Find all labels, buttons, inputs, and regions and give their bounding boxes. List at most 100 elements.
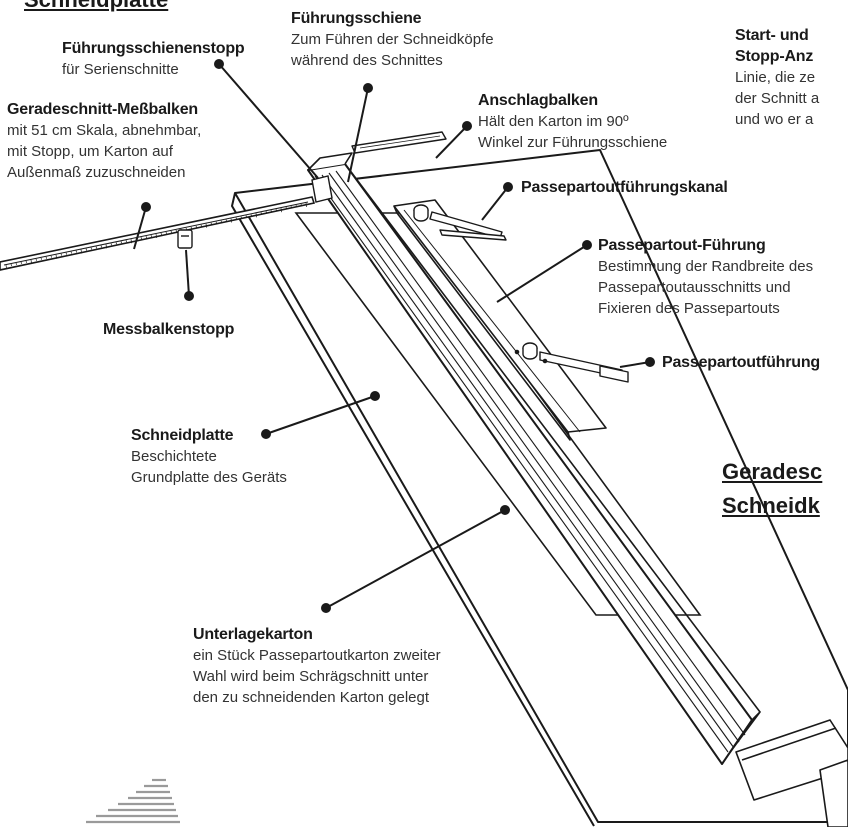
scale-tick <box>210 222 212 225</box>
scale-tick <box>30 259 32 264</box>
brand-logo <box>86 778 180 824</box>
label-squaring-arm-line-1: Hält den Karton im 90º <box>478 113 629 130</box>
rail-end-block <box>735 719 848 827</box>
scale-tick <box>90 247 92 250</box>
scale-tick <box>70 251 72 254</box>
label-measuring-bar-line-2: mit Stopp, um Karton auf <box>7 143 173 160</box>
label-mat-guide-2: Passepartoutführung <box>662 354 820 371</box>
scale-tick <box>205 223 207 228</box>
squaring-arm <box>351 131 447 154</box>
scale-tick <box>255 213 257 218</box>
mat-guide-knobs <box>413 204 548 364</box>
rail-stop <box>311 175 333 203</box>
label-guide-rail-line-1: Zum Führen der Schneidköpfe <box>291 31 494 48</box>
label-cutting-board-title: Schneidplatte <box>131 427 234 444</box>
scale-tick <box>235 217 237 220</box>
scale-tick <box>55 254 57 259</box>
scale-tick <box>195 225 197 228</box>
section-title-cutting-board: Schneidplatte <box>24 0 168 13</box>
scale-tick <box>230 218 232 223</box>
scale-tick <box>25 260 27 263</box>
label-start-stop: Start- und Stopp-Anz Linie, die ze der S… <box>735 25 819 130</box>
scale-tick <box>20 261 22 265</box>
label-mat-guide: Passepartout-Führung Bestimmung der Rand… <box>598 235 813 319</box>
mat-guide-plate <box>393 199 607 441</box>
scale-tick <box>100 245 102 248</box>
scale-tick <box>265 211 267 214</box>
label-measuring-bar-title: Geradeschnitt-Meßbalken <box>7 101 199 118</box>
scale-tick <box>285 207 287 210</box>
label-squaring-arm: Anschlagbalken Hält den Karton im 90º Wi… <box>478 90 667 153</box>
scale-tick <box>85 248 87 251</box>
scale-tick <box>120 241 122 244</box>
mat-guide-channel-pieces <box>429 211 629 383</box>
scale-tick <box>45 256 47 259</box>
scale-tick <box>275 209 277 212</box>
scale-tick <box>35 258 37 261</box>
scale-tick <box>50 255 52 258</box>
label-mat-guide-title: Passepartout-Führung <box>598 237 766 254</box>
scale-tick <box>65 252 67 255</box>
scale-tick <box>150 234 152 238</box>
label-rail-stop-line-1: für Serienschnitte <box>62 61 179 78</box>
label-backing-board-title: Unterlagekarton <box>193 626 313 643</box>
scale-tick <box>15 262 17 266</box>
label-rail-stop: Führungsschienenstopp für Serienschnitte <box>62 38 245 80</box>
scale-tick <box>110 243 112 246</box>
scale-tick <box>220 220 222 223</box>
label-squaring-arm-line-2: Winkel zur Führungsschiene <box>478 134 668 151</box>
label-guide-rail-title: Führungsschiene <box>291 10 422 27</box>
scale-tick <box>155 233 157 239</box>
section-title-straight-cut-line-2: Schneidk <box>722 493 820 518</box>
scale-tick <box>125 240 127 243</box>
label-cutting-board: Schneidplatte Beschichtete Grundplatte d… <box>131 425 287 488</box>
scale-tick <box>140 236 142 240</box>
scale-tick <box>305 202 307 208</box>
scale-tick <box>260 212 262 215</box>
scale-tick <box>240 216 242 219</box>
scale-tick <box>190 226 192 229</box>
scale-tick <box>160 232 162 236</box>
scale-tick <box>115 242 117 245</box>
section-title-straight-cut: Geradesc Schneidk <box>722 459 822 519</box>
label-start-stop-line-1: Linie, die ze <box>735 69 816 86</box>
scale-tick <box>200 224 202 227</box>
scale-tick <box>245 215 247 218</box>
scale-tick <box>250 214 252 217</box>
scale-tick <box>5 264 7 270</box>
section-title-straight-cut-line-1: Geradesc <box>722 459 823 484</box>
measuring-bar <box>0 196 316 271</box>
scale-tick <box>145 235 147 239</box>
label-measuring-bar-stop: Messbalkenstopp <box>103 321 235 338</box>
scale-tick <box>295 204 297 208</box>
scale-tick <box>80 249 82 254</box>
scale-tick <box>40 257 42 260</box>
leader-lines <box>133 59 655 613</box>
label-cutting-board-line-1: Beschichtete <box>131 448 217 465</box>
scale-tick <box>270 210 272 213</box>
label-measuring-bar: Geradeschnitt-Meßbalken mit 51 cm Skala,… <box>7 99 201 183</box>
label-rail-stop-title: Führungsschienenstopp <box>62 40 245 57</box>
scale-tick <box>60 253 62 256</box>
label-measuring-bar-line-3: Außenmaß zuzuschneiden <box>7 164 186 181</box>
label-backing-board: Unterlagekarton ein Stück Passepartoutka… <box>193 624 441 708</box>
label-start-stop-title-1: Start- und <box>735 27 809 44</box>
scale-tick <box>300 203 302 207</box>
scale-tick <box>10 263 12 267</box>
label-mat-guide-line-2: Passepartoutausschnitts und <box>598 279 791 296</box>
label-backing-board-line-3: den zu schneidenden Karton gelegt <box>193 689 430 706</box>
label-measuring-bar-line-1: mit 51 cm Skala, abnehmbar, <box>7 122 202 139</box>
scale-tick <box>75 250 77 253</box>
measuring-bar-stop <box>177 229 193 249</box>
label-mat-guide-line-1: Bestimmung der Randbreite des <box>598 258 814 275</box>
label-guide-rail: Führungsschiene Zum Führen der Schneidkö… <box>291 8 494 71</box>
scale-tick <box>95 246 97 249</box>
label-squaring-arm-title: Anschlagbalken <box>478 92 598 109</box>
label-cutting-board-line-2: Grundplatte des Geräts <box>131 469 287 486</box>
label-backing-board-line-1: ein Stück Passepartoutkarton zweiter <box>193 647 441 664</box>
scale-tick <box>225 219 227 222</box>
scale-tick <box>280 208 282 213</box>
label-guide-rail-line-2: während des Schnittes <box>291 52 443 69</box>
scale-tick <box>215 221 217 224</box>
